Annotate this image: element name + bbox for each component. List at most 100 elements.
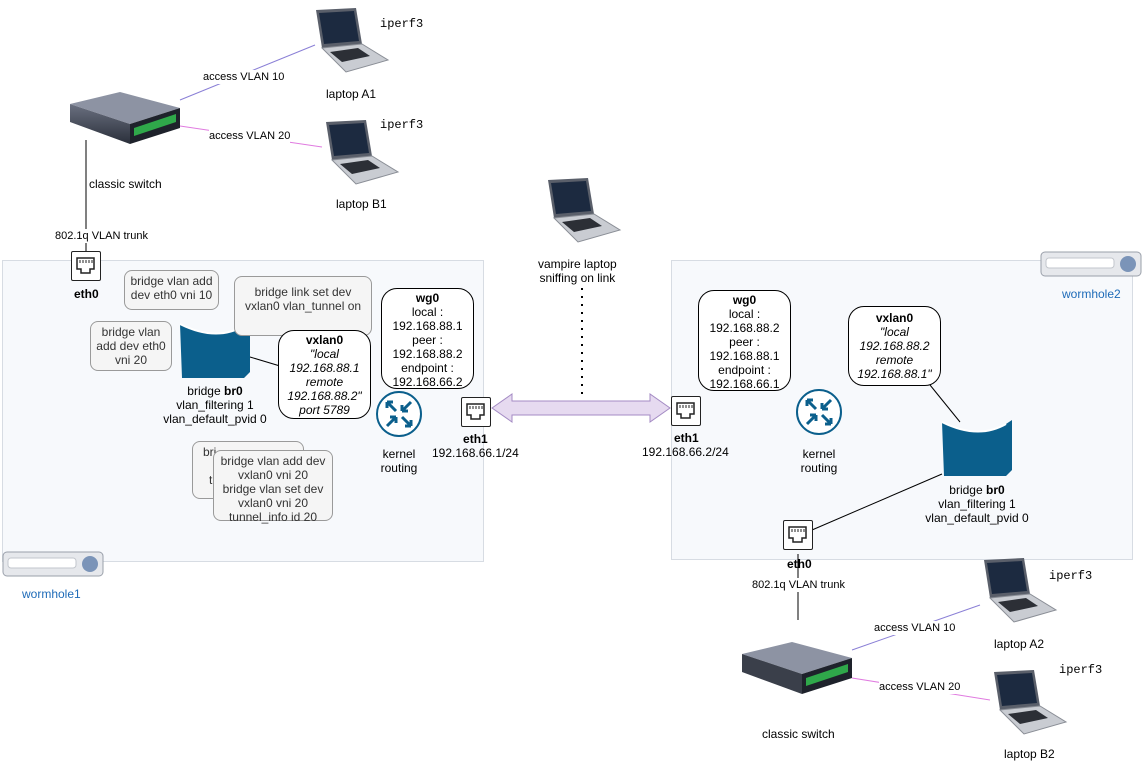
bridge-name: br0 [986, 483, 1005, 497]
eth1-name: eth1 [463, 432, 488, 446]
right-eth0-label: eth0 [787, 557, 812, 571]
note-line: dev eth0 vni 10 [130, 288, 213, 302]
vxlan0-line: 192.168.88.1" [857, 367, 932, 381]
left-routing-label: kernel routing [378, 447, 420, 475]
laptop-a1-name: laptop A1 [326, 87, 377, 101]
wg0-line: 192.168.66.1 [709, 377, 780, 391]
laptop-icon [994, 670, 1068, 735]
laptop-icon [984, 558, 1058, 623]
wg0-line: local : [728, 307, 761, 321]
wg0-line: local : [411, 305, 444, 319]
note-line: bridge vlan set dev [222, 482, 324, 496]
vxlan0-line: 192.168.88.2" [287, 389, 362, 403]
vampire-label: vampire laptop sniffing on link [538, 257, 617, 285]
wg0-name: wg0 [732, 293, 757, 307]
note-vlan-eth0-vni10: bridge vlan add dev eth0 vni 10 [124, 270, 219, 310]
wg0-line: 192.168.88.1 [392, 319, 463, 333]
left-eth0-label: eth0 [74, 287, 99, 301]
note-line: vxlan0 vni 20 [237, 468, 309, 482]
bridge-prefix: bridge [187, 384, 224, 398]
vxlan-bridge-line-right [929, 384, 961, 423]
routing-line1: kernel [382, 447, 416, 461]
laptop-b2-link-label: access VLAN 20 [879, 680, 961, 694]
wan-link-arrow [491, 393, 671, 423]
eth1-name: eth1 [674, 431, 699, 445]
appliance-icon [1040, 251, 1142, 277]
note-line: vxlan0 vni 20 [237, 496, 309, 510]
vxlan0-name: vxlan0 [875, 311, 914, 325]
laptop-a2-app: iperf3 [1049, 569, 1093, 583]
switch-icon [742, 642, 852, 694]
bridge-line2: vlan_filtering 1 [176, 398, 254, 412]
note-line: vni 20 [114, 353, 148, 367]
left-bridge-label: bridge br0 vlan_filtering 1 vlan_default… [160, 384, 270, 426]
routing-line2: routing [380, 461, 418, 475]
bridge-prefix: bridge [949, 483, 986, 497]
wg0-line: endpoint : [718, 363, 771, 377]
wg0-line: 192.168.88.2 [709, 321, 780, 335]
vampire-line1: vampire laptop [538, 257, 617, 271]
laptop-a1-app: iperf3 [380, 17, 424, 31]
wg0-line: 192.168.66.2 [392, 375, 463, 389]
bridge-vxlan-line-left [249, 356, 281, 367]
laptop-icon [326, 120, 400, 185]
router-icon [796, 389, 842, 435]
routing-line2: routing [800, 461, 838, 475]
vampire-line2: sniffing on link [539, 271, 616, 285]
bridge-line3: vlan_default_pvid 0 [163, 412, 267, 426]
laptop-a1-link-label: access VLAN 10 [203, 70, 285, 84]
wormhole2-label: wormhole2 [1062, 287, 1121, 301]
right-routing-label: kernel routing [798, 447, 840, 475]
switch-icon [70, 92, 180, 144]
laptop-a2-link-label: access VLAN 10 [874, 621, 956, 635]
wg0-line: 192.168.88.2 [392, 347, 463, 361]
vxlan0-name: vxlan0 [305, 333, 344, 347]
left-vxlan0-bubble: vxlan0 "local 192.168.88.1 remote 192.16… [278, 330, 371, 419]
ethernet-port-icon [671, 396, 701, 426]
laptop-icon [316, 8, 390, 73]
ethernet-port-icon [783, 520, 813, 550]
laptop-icon [548, 178, 622, 243]
ethernet-port-icon [71, 251, 101, 281]
eth1-ip: 192.168.66.1/24 [432, 446, 519, 460]
right-vxlan0-bubble: vxlan0 "local 192.168.88.2 remote 192.16… [848, 306, 941, 386]
note-vxlan-front: bridge vlan add dev vxlan0 vni 20 bridge… [213, 450, 333, 524]
wg0-line: peer : [729, 335, 760, 349]
right-bridge-label: bridge br0 vlan_filtering 1 vlan_default… [922, 483, 1032, 525]
note-link-tunnel: bridge link set dev vxlan0 vlan_tunnel o… [234, 276, 372, 336]
vxlan0-line: "local [880, 325, 909, 339]
switch-label-top: classic switch [89, 177, 162, 191]
right-eth1-label: eth1 192.168.66.2/24 [642, 431, 729, 459]
wormhole1-label: wormhole1 [22, 587, 81, 601]
routing-line1: kernel [802, 447, 836, 461]
vxlan0-line: remote [875, 353, 914, 367]
note-line: bridge vlan add [130, 274, 213, 288]
note-line: add dev eth0 [96, 339, 166, 353]
laptop-b1-link-label: access VLAN 20 [209, 129, 291, 143]
bridge-eth0-line-right [811, 473, 943, 531]
vxlan0-line: 192.168.88.1 [289, 361, 360, 375]
left-eth1-label: eth1 192.168.66.1/24 [432, 432, 519, 460]
ethernet-port-icon [461, 397, 491, 427]
left-wg0-bubble: wg0 local : 192.168.88.1 peer : 192.168.… [381, 288, 474, 389]
wg0-line: endpoint : [401, 361, 454, 375]
laptop-b2-app: iperf3 [1059, 663, 1103, 677]
laptop-b1-app: iperf3 [380, 118, 424, 132]
note-line: bridge vlan [101, 325, 161, 339]
right-wg0-bubble: wg0 local : 192.168.88.2 peer : 192.168.… [698, 290, 791, 391]
eth1-ip: 192.168.66.2/24 [642, 445, 729, 459]
vxlan0-line: 192.168.88.2 [859, 339, 930, 353]
vxlan0-line: "local [310, 347, 339, 361]
laptop-b2-name: laptop B2 [1004, 747, 1055, 761]
trunk-label-bottom: 802.1q VLAN trunk [752, 578, 845, 592]
wg0-line: 192.168.88.1 [709, 349, 780, 363]
note-line: bridge link set dev [254, 285, 352, 299]
bridge-line2: vlan_filtering 1 [938, 497, 1016, 511]
switch-label-bottom: classic switch [762, 727, 835, 741]
router-icon [376, 391, 422, 437]
wg0-name: wg0 [415, 291, 440, 305]
trunk-label-top: 802.1q VLAN trunk [55, 229, 148, 243]
bridge-name: br0 [224, 384, 243, 398]
note-line: tunnel_info id 20 [228, 510, 318, 524]
note-line: bridge vlan add dev [220, 454, 326, 468]
